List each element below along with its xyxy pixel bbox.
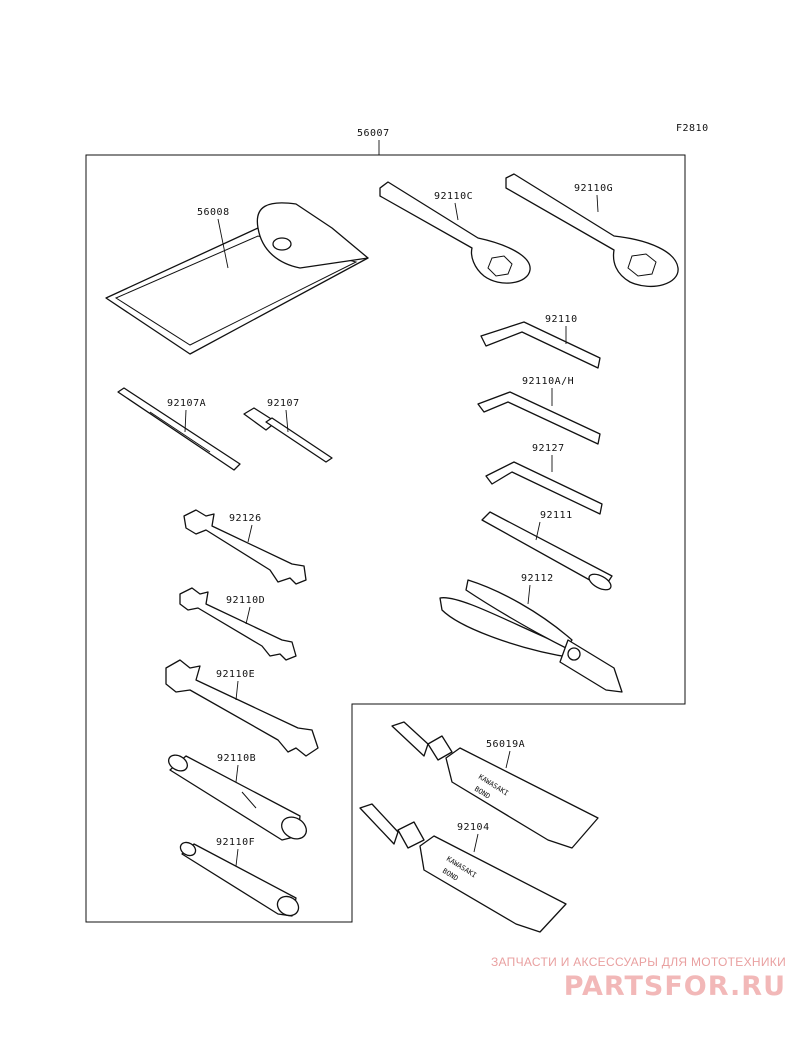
box-wrench-92110C	[379, 181, 531, 284]
open-wrench-92110E	[165, 659, 319, 757]
sealant-tube-56019A: KAWASAKI BOND	[391, 721, 599, 849]
label-92107: 92107	[267, 398, 300, 409]
hex-key-92127	[485, 461, 603, 515]
tool-pouch-56008	[105, 202, 369, 355]
label-92126: 92126	[229, 513, 262, 524]
label-92110F: 92110F	[216, 837, 255, 848]
hex-key-92110AH	[477, 391, 601, 445]
watermark: ЗАПЧАСТИ И АКСЕССУАРЫ ДЛЯ МОТОТЕХНИКИ PA…	[491, 955, 786, 1002]
extension-bar-92111	[481, 511, 613, 591]
watermark-logo: PARTSFOR.RU	[563, 971, 786, 1002]
open-wrench-92110D	[179, 587, 297, 661]
label-92111: 92111	[540, 510, 573, 521]
kit-boundary	[85, 154, 686, 923]
label-56008: 56008	[197, 207, 230, 218]
label-92110B: 92110B	[217, 753, 256, 764]
label-92110: 92110	[545, 314, 578, 325]
label-92104: 92104	[457, 822, 490, 833]
label-92110AH: 92110A/H	[522, 376, 574, 387]
label-92110C: 92110C	[434, 191, 473, 202]
hex-key-92110	[480, 321, 601, 369]
socket-wrench-92110F	[179, 841, 300, 917]
open-wrench-92126	[183, 509, 307, 585]
label-56019A: 56019A	[486, 739, 525, 750]
figure-code: F2810	[676, 123, 709, 134]
label-92110D: 92110D	[226, 595, 265, 606]
label-92110G: 92110G	[574, 183, 613, 194]
pliers-92112	[439, 579, 623, 693]
sealant-tube-92104: KAWASAKI BOND	[359, 803, 567, 933]
label-92112: 92112	[521, 573, 554, 584]
assembly-label-56007: 56007	[357, 128, 390, 139]
screwdriver-92107A	[117, 387, 241, 471]
watermark-tagline: ЗАПЧАСТИ И АКСЕССУАРЫ ДЛЯ МОТОТЕХНИКИ	[490, 955, 786, 969]
label-92110E: 92110E	[216, 669, 255, 680]
box-wrench-92110G	[505, 173, 679, 288]
socket-wrench-92110B	[168, 754, 307, 841]
screwdriver-92107	[243, 407, 333, 463]
label-92107A: 92107A	[167, 398, 206, 409]
label-92127: 92127	[532, 443, 565, 454]
